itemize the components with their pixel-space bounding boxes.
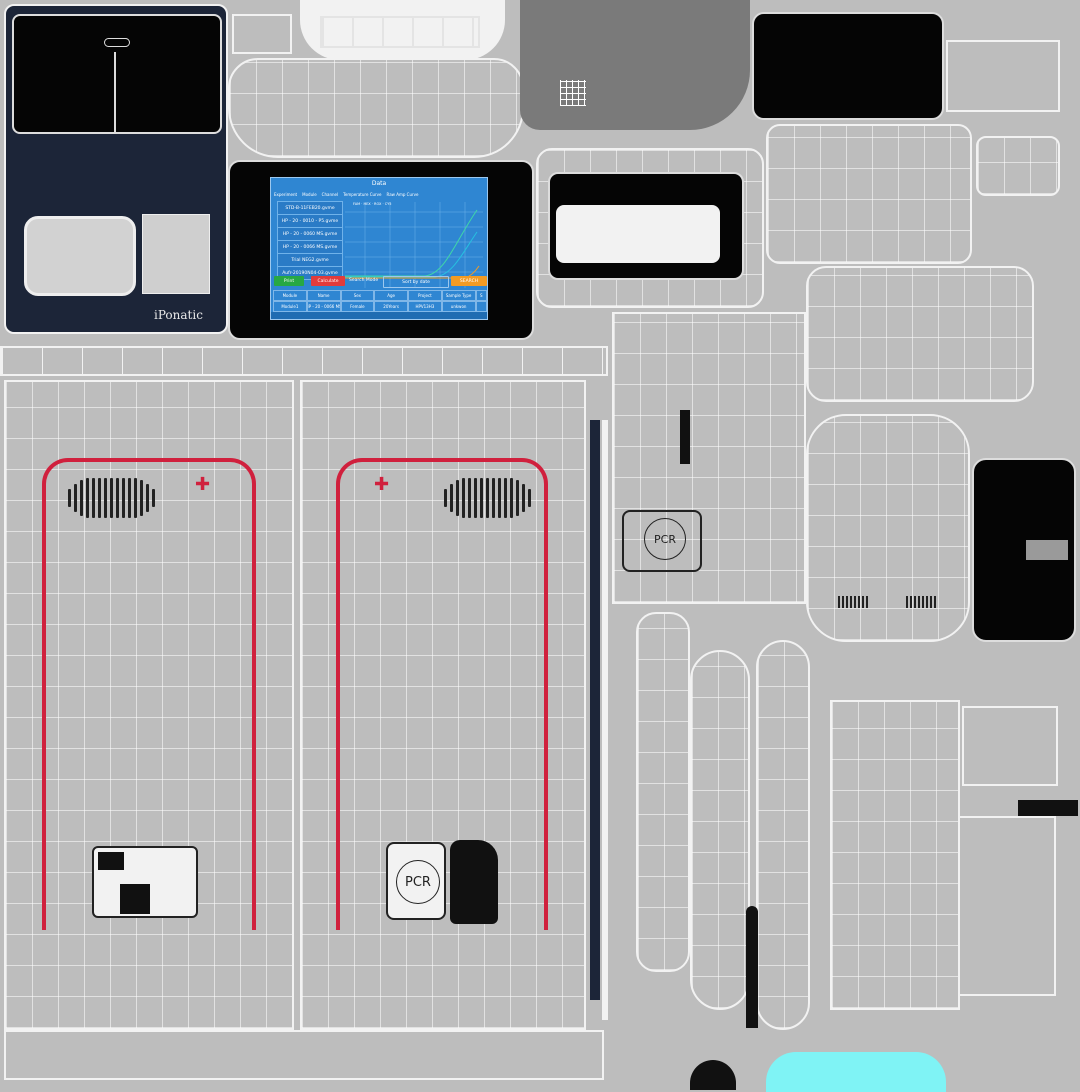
label-plate (142, 214, 210, 294)
menu-item-raw-amp-curve[interactable]: Raw Amp Curve (386, 192, 419, 197)
menu-item-module[interactable]: Module (302, 192, 317, 197)
cyan-light (766, 1052, 946, 1092)
top-cover-grid (320, 16, 480, 48)
port-cluster (450, 840, 498, 924)
menu-item-channel[interactable]: Channel (321, 192, 339, 197)
file-item[interactable]: Trial NEG2.gvme (277, 253, 343, 267)
strap-part (756, 640, 810, 1030)
bottom-right-box (958, 816, 1056, 996)
thin-black-strip (590, 420, 600, 1000)
corner-piece (946, 40, 1060, 112)
calculate-button[interactable]: Calculate (311, 276, 345, 286)
device-front-panel: iPonatic (4, 4, 228, 334)
menu-item-experiment[interactable]: Experiment (274, 192, 298, 197)
strap-part (636, 612, 690, 972)
result-table: Module Name Sex Age Project Sample Type … (273, 290, 487, 312)
file-item[interactable]: HP - 20 - 0066 MS.gvme (277, 240, 343, 254)
white-block (556, 205, 720, 263)
pcr-label: PCR (405, 874, 431, 890)
connector-port (120, 884, 150, 914)
file-item[interactable]: HP - 20 - 0010 - P5.gvme (277, 214, 343, 228)
lid-part (228, 58, 524, 158)
sort-select[interactable]: Sort by date (383, 276, 449, 288)
dark-arc (690, 1060, 736, 1090)
tiny-squares (560, 80, 586, 106)
search-button[interactable]: SEARCH (451, 276, 487, 286)
table-row[interactable]: Module1 HP - 20 - 0066 MS Female 20Years… (273, 301, 487, 312)
connector-port (98, 852, 124, 870)
touch-screen[interactable]: Data Experiment Module Channel Temperatu… (270, 177, 488, 320)
door-handle (104, 38, 130, 47)
frame-panel (806, 266, 1034, 402)
tray-window (24, 216, 136, 296)
screen-status-bar (271, 312, 487, 319)
shadow-block (520, 0, 750, 130)
red-outline-right (336, 458, 548, 930)
thin-white-strip (602, 420, 608, 1020)
curve-fam (345, 209, 478, 277)
side-panel (766, 124, 972, 264)
file-item[interactable]: HP - 20 - 0060 MS.gvme (277, 227, 343, 241)
search-mode-label: Search Mode (349, 278, 379, 283)
red-outline-left (42, 458, 256, 930)
medical-cross-icon: ✚ (195, 474, 211, 495)
vent-grille-icon (444, 476, 531, 520)
medical-cross-icon: ✚ (374, 474, 390, 495)
door-divider (114, 52, 116, 132)
rear-panel (752, 12, 944, 120)
brand-logo: iPonatic (154, 308, 203, 322)
bottom-right-panel (830, 700, 960, 1010)
speaker-grille-icon (906, 596, 936, 608)
pcr-badge-icon: PCR (386, 842, 446, 920)
center-panel (612, 312, 806, 604)
plot-legend: FAM · HEX · ROX · CY5 (353, 202, 392, 206)
speaker-grille-icon (838, 596, 868, 608)
pcr-label: PCR (654, 532, 676, 546)
top-rail (0, 346, 608, 376)
screen-menu: Experiment Module Channel Temperature Cu… (274, 192, 484, 197)
vent-grille-icon (68, 476, 155, 520)
print-button[interactable]: Print (274, 276, 304, 286)
door-panel (12, 14, 222, 134)
side-panel-small (976, 136, 1060, 196)
slot (1026, 540, 1068, 560)
small-tab (232, 14, 292, 54)
strap-part (690, 650, 750, 1010)
table-header-row: Module Name Sex Age Project Sample Type … (273, 290, 487, 301)
basket-part (806, 414, 970, 642)
handle-slot (680, 410, 690, 464)
clip (746, 906, 758, 1028)
bottom-strip (4, 1030, 604, 1080)
menu-item-temperature-curve[interactable]: Temperature Curve (343, 192, 382, 197)
pcr-badge-icon: PCR (622, 510, 702, 572)
screen-title: Data (371, 180, 387, 187)
file-item[interactable]: STD-B-11FEB20.gvme (277, 201, 343, 215)
side-connector (1018, 800, 1078, 816)
bottom-right-box (962, 706, 1058, 786)
